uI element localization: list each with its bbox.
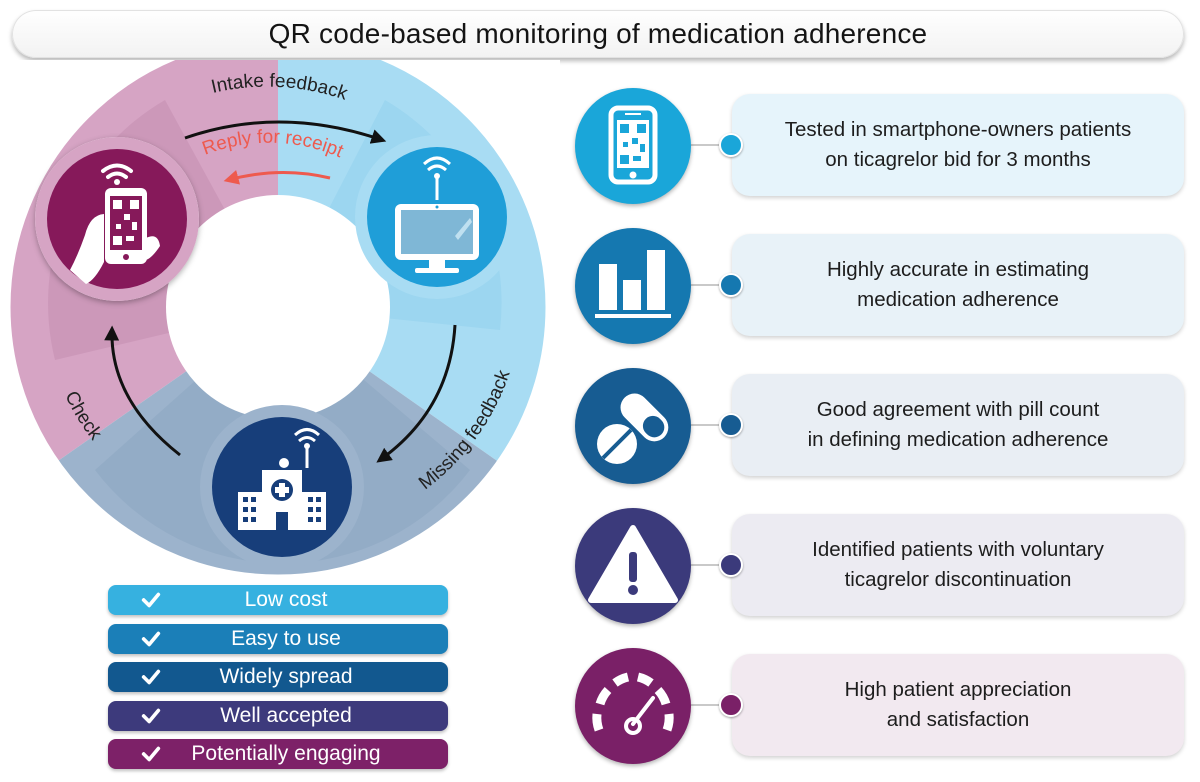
connector-dot — [719, 553, 743, 577]
reply-for-receipt-arrow — [223, 170, 331, 185]
smartphone-qr-icon — [575, 88, 691, 204]
hospital-antenna-icon — [238, 428, 326, 530]
monitor-server-node — [355, 135, 519, 299]
finding-text: Identified patients with voluntary ticag… — [812, 538, 1104, 591]
benefit-label: Potentially engaging — [191, 742, 381, 765]
title-banner: QR code-based monitoring of medication a… — [12, 10, 1184, 58]
check-icon — [141, 631, 161, 646]
benefit-item: Well accepted — [108, 700, 448, 731]
check-icon — [141, 708, 161, 723]
check-icon — [141, 592, 161, 608]
check-icon — [141, 669, 161, 685]
benefit-label: Well accepted — [220, 703, 352, 727]
finding-row-discontinuation: Identified patients with voluntary ticag… — [575, 508, 1185, 624]
check-arrow — [104, 325, 181, 457]
bar-chart-icon — [575, 228, 691, 344]
benefits-list: Low cost Easy to use Widely spread Well … — [108, 585, 448, 778]
pill-icon — [575, 368, 691, 484]
finding-card: Good agreement with pill count in defini… — [732, 374, 1184, 476]
benefit-label: Easy to use — [231, 626, 341, 650]
finding-text: Highly accurate in estimating medication… — [826, 258, 1090, 311]
finding-card: Tested in smartphone-owners patients on … — [732, 94, 1184, 196]
monitor-antenna-icon — [395, 156, 479, 273]
connector-dot — [719, 133, 743, 157]
benefit-label: Widely spread — [219, 665, 353, 688]
adherence-cycle-diagram: Intake feedback Reply for receipt Check … — [0, 60, 560, 585]
intake-feedback-arrow — [184, 120, 387, 144]
finding-card: High patient appreciation and satisfacti… — [732, 654, 1184, 756]
finding-row-tested: Tested in smartphone-owners patients on … — [575, 88, 1185, 204]
connector-dot — [719, 693, 743, 717]
check-icon — [141, 746, 161, 762]
benefit-item: Low cost — [108, 585, 448, 615]
finding-text: Tested in smartphone-owners patients on … — [784, 118, 1132, 171]
connector-dot — [719, 273, 743, 297]
patient-smartphone-node — [35, 137, 199, 301]
finding-row-satisfaction: High patient appreciation and satisfacti… — [575, 648, 1185, 764]
finding-text: High patient appreciation and satisfacti… — [844, 678, 1072, 731]
hand-phone-qr-icon — [70, 163, 160, 284]
benefit-item: Easy to use — [108, 623, 448, 654]
warning-icon — [575, 508, 691, 624]
finding-row-accuracy: Highly accurate in estimating medication… — [575, 228, 1185, 344]
hospital-node — [200, 405, 364, 569]
finding-card: Identified patients with voluntary ticag… — [732, 514, 1184, 616]
finding-row-agreement: Good agreement with pill count in defini… — [575, 368, 1185, 484]
gauge-icon — [575, 648, 691, 764]
finding-card: Highly accurate in estimating medication… — [732, 234, 1184, 336]
benefit-item: Potentially engaging — [108, 739, 448, 769]
connector-dot — [719, 413, 743, 437]
missing-feedback-arrow — [376, 324, 457, 463]
benefit-item: Widely spread — [108, 662, 448, 692]
benefit-label: Low cost — [244, 588, 328, 611]
page-title: QR code-based monitoring of medication a… — [268, 18, 928, 49]
finding-text: Good agreement with pill count in defini… — [807, 398, 1109, 451]
